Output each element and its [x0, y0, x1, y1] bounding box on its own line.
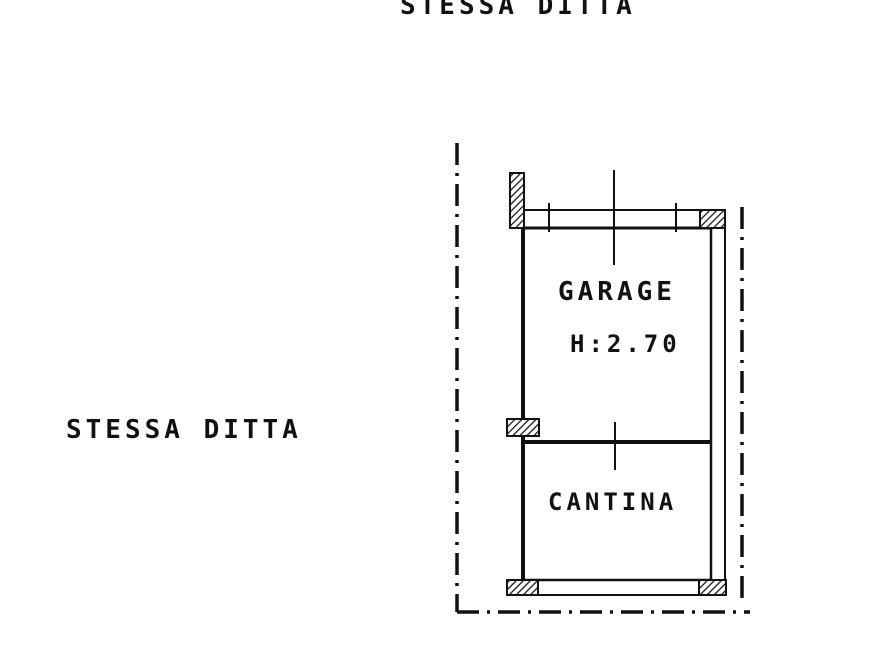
cantina-label: CANTINA — [548, 488, 677, 516]
garage-label: GARAGE — [558, 277, 676, 307]
pillars — [506, 172, 727, 596]
top-neighbor-label: STESSA DITTA — [400, 0, 636, 21]
property-boundary — [455, 143, 750, 614]
walls — [521, 170, 726, 596]
left-neighbor-label: STESSA DITTA — [66, 415, 302, 445]
garage-height-label: H:2.70 — [570, 330, 681, 358]
